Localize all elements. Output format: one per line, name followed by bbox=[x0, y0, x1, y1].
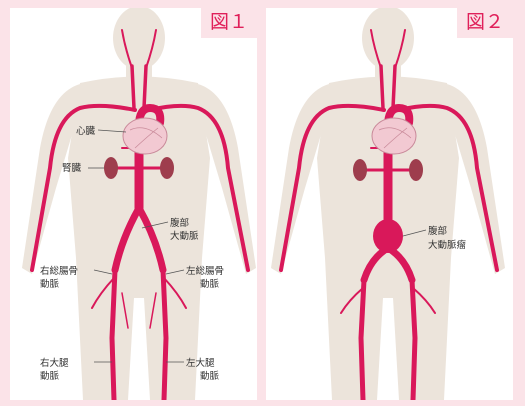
label-right-femoral-line2: 動脈 bbox=[40, 370, 60, 382]
label-right-iliac-line1: 右総腸骨 bbox=[40, 265, 78, 277]
label-kidney: 腎臓 bbox=[62, 163, 82, 174]
figure-1-tag: 図１ bbox=[201, 8, 257, 38]
label-right-iliac-line2: 動脈 bbox=[40, 278, 60, 290]
figure-1-panel: 心臓 腎臓 腹部 大動脈 右総腸骨 動脈 左総腸骨 動脈 右大腿 動脈 左大腿 … bbox=[10, 8, 257, 400]
label-left-femoral-line1: 左大腿 bbox=[186, 357, 215, 369]
label-heart: 心臓 bbox=[76, 126, 96, 137]
figure-2-panel: 腹部 大動脈瘤 図２ bbox=[266, 8, 513, 400]
label-left-femoral-line2: 動脈 bbox=[200, 370, 220, 382]
label-right-femoral-line1: 右大腿 bbox=[40, 357, 69, 369]
heart-illustration bbox=[123, 118, 167, 154]
circulatory-diagram-2: 腹部 大動脈瘤 bbox=[266, 8, 513, 400]
label-aneurysm-line2: 大動脈瘤 bbox=[428, 239, 467, 251]
aneurysm-bulge bbox=[373, 219, 403, 253]
figure-2-tag: 図２ bbox=[457, 8, 513, 38]
circulatory-diagram-1: 心臓 腎臓 腹部 大動脈 右総腸骨 動脈 左総腸骨 動脈 右大腿 動脈 左大腿 … bbox=[10, 8, 257, 400]
label-aneurysm-line1: 腹部 bbox=[428, 225, 447, 237]
heart-illustration bbox=[372, 118, 416, 154]
label-left-iliac-line1: 左総腸骨 bbox=[186, 265, 224, 277]
label-left-iliac-line2: 動脈 bbox=[200, 278, 220, 290]
label-abdominal-aorta-line2: 大動脈 bbox=[170, 230, 199, 242]
label-abdominal-aorta-line1: 腹部 bbox=[170, 217, 189, 229]
